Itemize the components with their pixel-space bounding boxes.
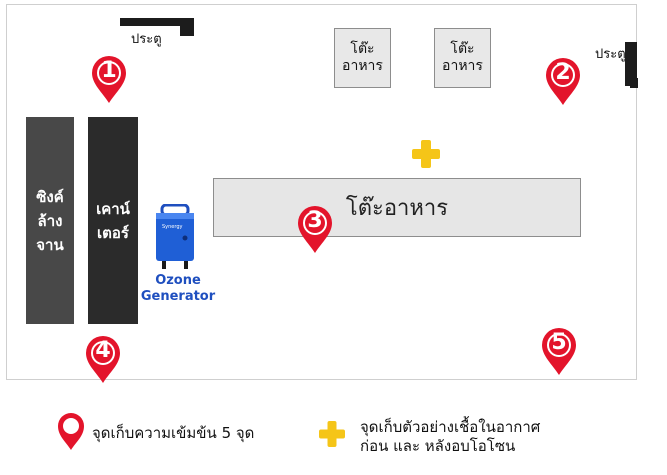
marker-number: 4: [95, 338, 111, 363]
sink: ซิงค์ ล้าง จาน: [26, 117, 74, 324]
marker-number: 5: [551, 330, 567, 355]
door-right-hinge: [630, 78, 638, 88]
marker-number: 1: [101, 58, 117, 83]
marker-2: 2: [542, 56, 584, 108]
air-sample-cross-icon: [412, 140, 440, 168]
location-pin-icon: [92, 56, 126, 103]
ozone-generator-icon: Synergy: [156, 204, 194, 269]
marker-5: 5: [538, 326, 580, 378]
marker-4: 4: [82, 334, 124, 386]
location-pin-icon: [86, 336, 120, 383]
location-pin-icon: [298, 206, 332, 253]
legend-cross-icon: [319, 421, 345, 447]
legend-pin-icon: [58, 413, 84, 450]
marker-number: 3: [307, 208, 323, 233]
location-pin-icon: [542, 328, 576, 375]
location-pin-icon: [546, 58, 580, 105]
marker-3: 3: [294, 204, 336, 256]
door-right-label: ประตู: [595, 47, 626, 62]
door-top-label: ประตู: [131, 32, 162, 47]
legend-cross-text: จุดเก็บตัวอย่างเชื้อในอากาศ ก่อน และ หลั…: [360, 418, 541, 455]
ozone-generator-label: Ozone Generator: [140, 273, 216, 304]
door-top-left-hinge: [180, 18, 194, 36]
marker-1: 1: [88, 54, 130, 106]
small-dining-table-2: โต๊ะ อาหาร: [434, 28, 491, 88]
door-top-left: [120, 18, 194, 26]
ozone-device-brand: Synergy: [162, 224, 183, 230]
marker-number: 2: [555, 60, 571, 85]
counter: เคาน์ เตอร์: [88, 117, 138, 324]
small-dining-table-1: โต๊ะ อาหาร: [334, 28, 391, 88]
legend-pin-text: จุดเก็บความเข้มข้น 5 จุด: [92, 424, 255, 442]
door-right: [625, 42, 637, 86]
big-dining-table: โต๊ะอาหาร: [213, 178, 581, 237]
